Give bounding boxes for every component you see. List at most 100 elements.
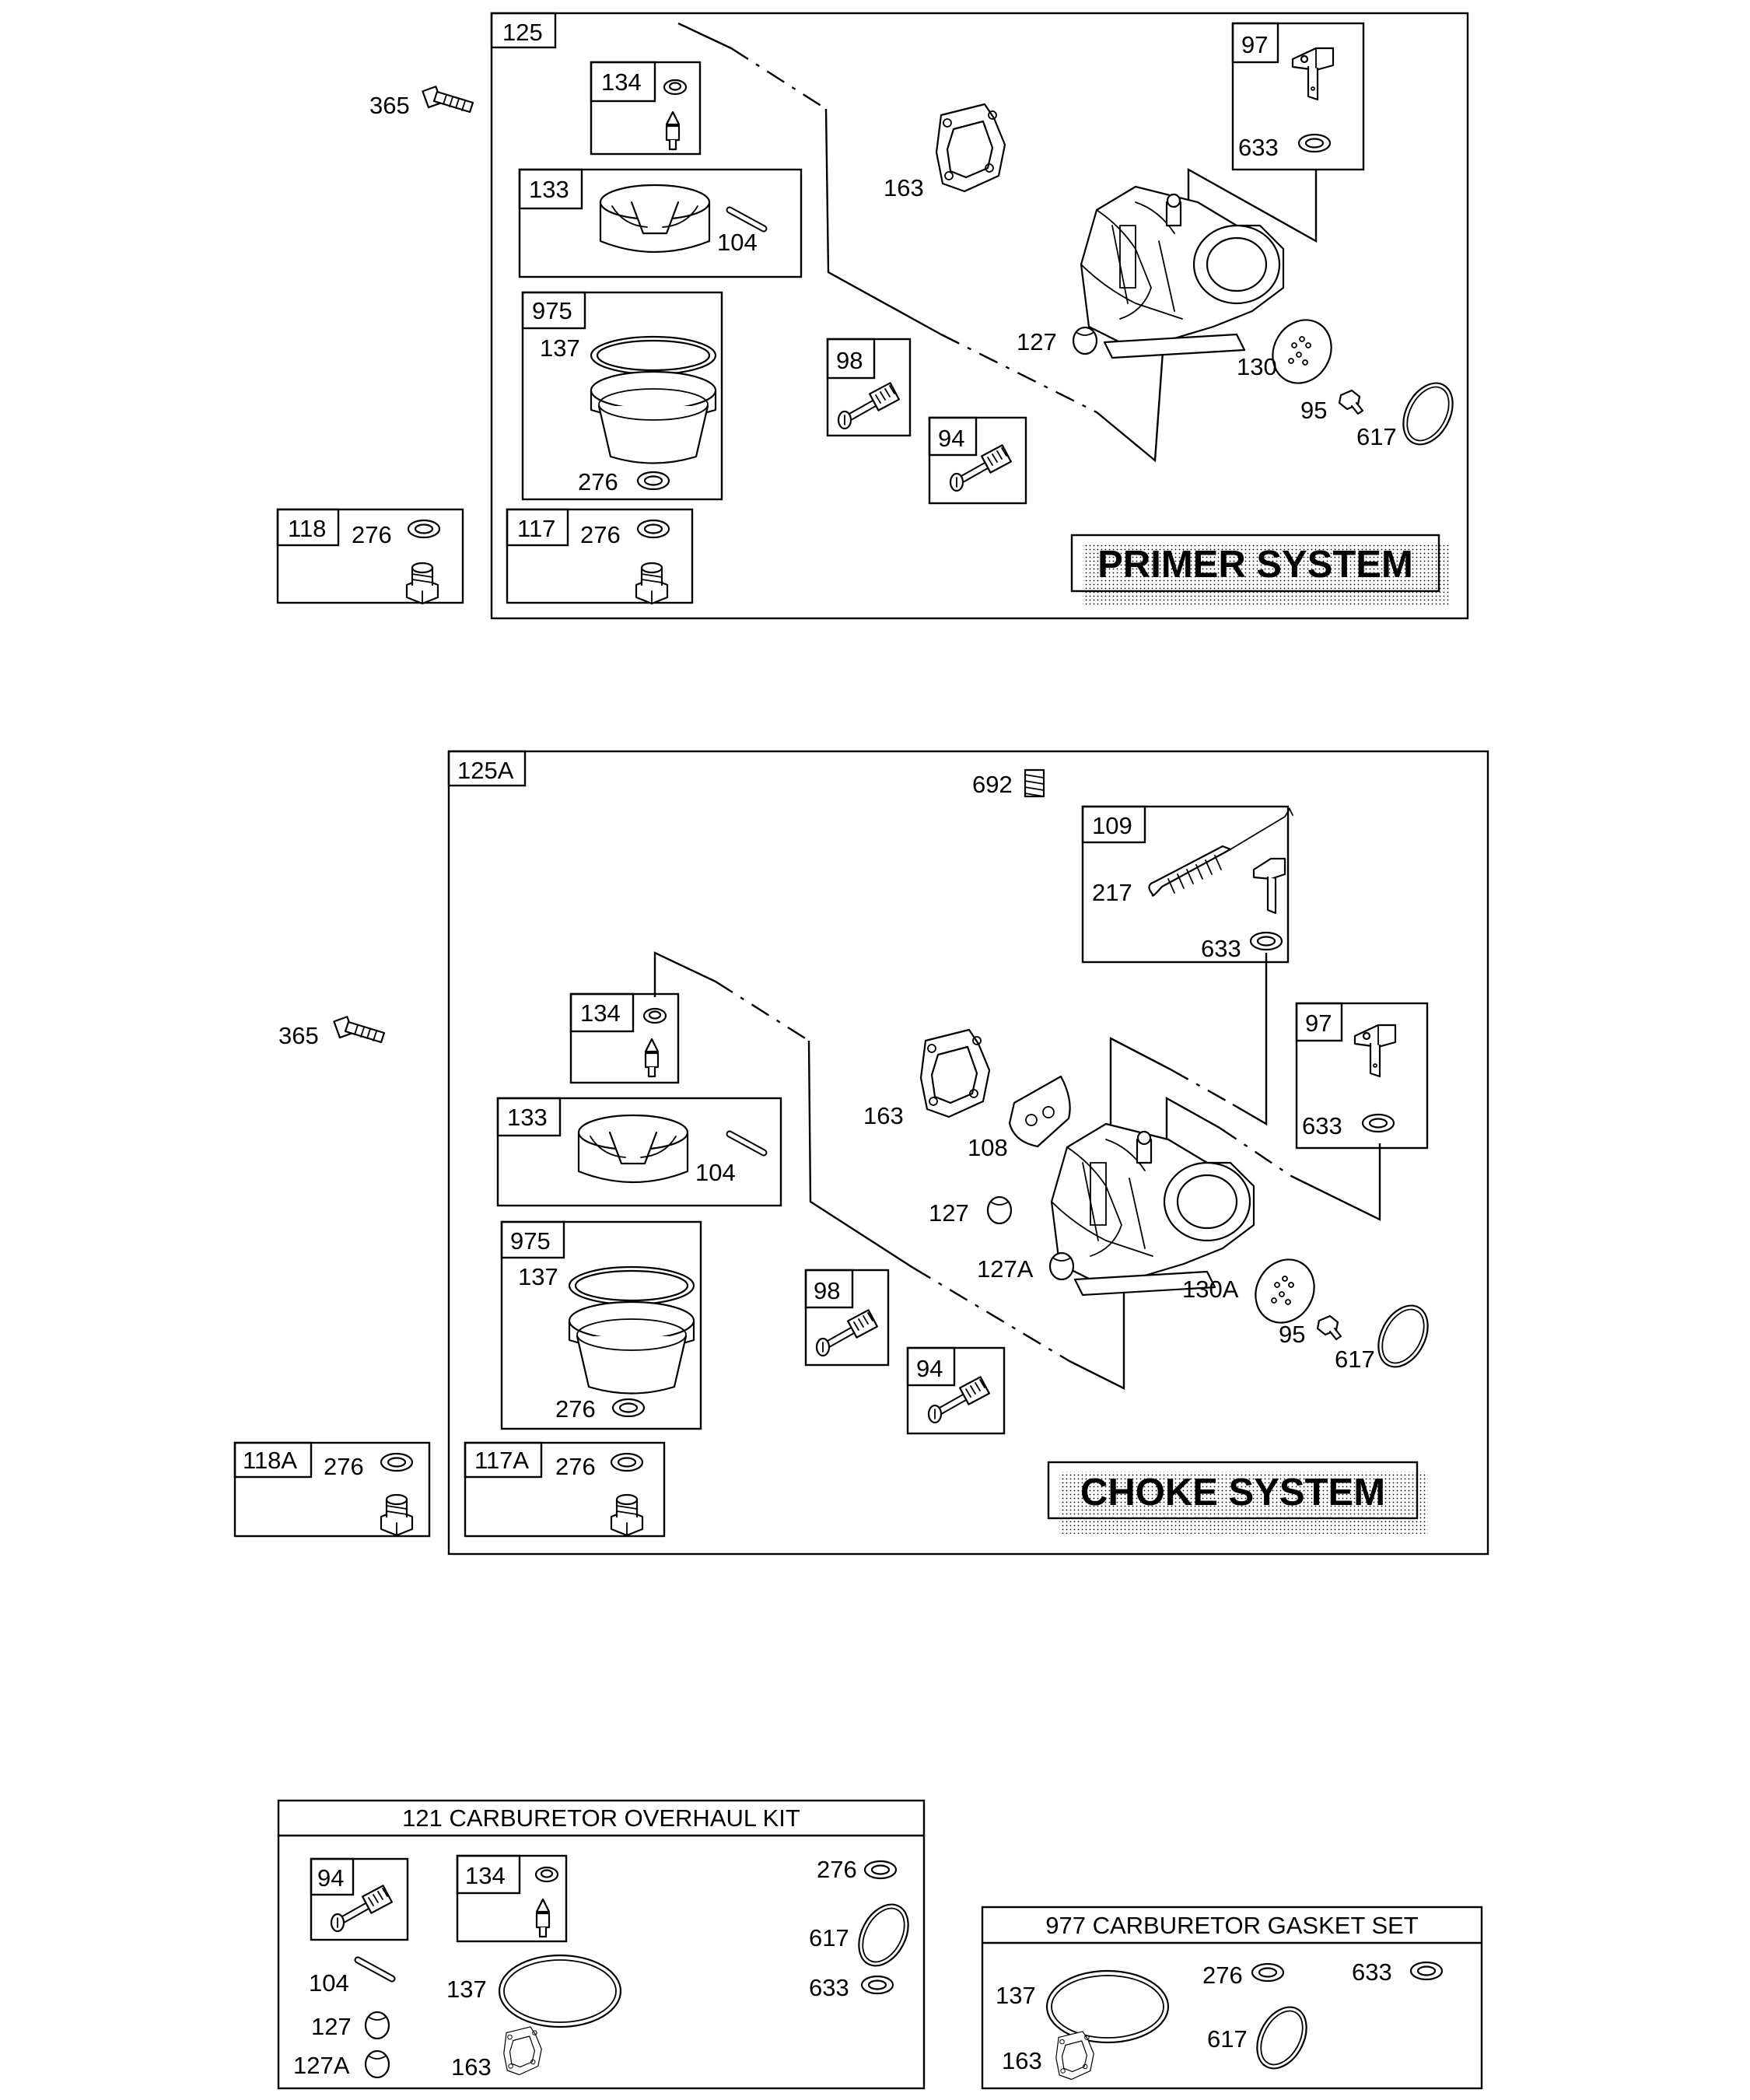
primer-title-box: [1070, 534, 1440, 593]
ref-97: 97: [1241, 31, 1268, 58]
o-ring-icon: [848, 1895, 919, 1976]
o-ring-icon: [498, 1954, 622, 2028]
choke-lever-icon: [1148, 807, 1294, 915]
choke-system-section: 125A 692 109 217 633 365 134: [233, 750, 1489, 1556]
idle-screw-icon: [817, 1310, 877, 1356]
ref-276: 276: [1202, 1962, 1243, 1989]
ref-127: 127: [929, 1199, 969, 1227]
float-bowl-icon: [590, 335, 717, 464]
idle-screw-icon: [838, 383, 899, 429]
leader-line: [824, 108, 942, 336]
ref-box-97: [1231, 22, 1365, 171]
welch-plug-icon: [1072, 326, 1098, 355]
leader-line: [1219, 1127, 1292, 1177]
ref-box-97: [1295, 1002, 1429, 1150]
float-bowl-icon: [568, 1265, 695, 1395]
ref-163: 163: [863, 1102, 904, 1129]
ref-98: 98: [814, 1277, 840, 1304]
ref-633: 633: [1201, 935, 1241, 962]
ref-109: 109: [1092, 812, 1132, 839]
o-ring-icon: [1367, 1296, 1439, 1377]
washer-icon: [1297, 133, 1332, 153]
ref-163: 163: [1002, 2047, 1042, 2074]
leader-line: [677, 22, 732, 50]
leader-line: [940, 333, 1097, 414]
carburetor-body-icon: [1050, 1122, 1255, 1297]
bowl-nut-icon: [610, 1493, 644, 1537]
primer-system-section: 125 365 134 133 104 975 137 276: [276, 12, 1469, 620]
choke-frame: [447, 750, 1489, 1556]
ref-95: 95: [1279, 1321, 1305, 1348]
ref-633: 633: [1352, 1958, 1392, 1986]
ref-137: 137: [446, 1976, 487, 2003]
leader-line: [1096, 351, 1164, 463]
screw-icon: [1316, 1314, 1342, 1341]
leader-line: [1170, 1068, 1234, 1106]
ref-617: 617: [809, 1924, 849, 1951]
ref-365: 365: [278, 1022, 319, 1049]
leader-line: [1232, 953, 1268, 1126]
o-ring-icon: [1045, 1969, 1170, 2044]
adjust-screw-icon: [950, 445, 1011, 491]
ref-94: 94: [317, 1864, 344, 1892]
washer-icon: [1361, 1113, 1395, 1133]
ref-276: 276: [580, 521, 621, 548]
ref-box-117A: [464, 1441, 666, 1538]
inlet-needle-icon: [665, 110, 681, 151]
ref-133: 133: [529, 176, 569, 203]
ref-box-975: [500, 1220, 702, 1430]
ref-163: 163: [884, 174, 924, 201]
ref-box-975: [521, 291, 723, 501]
ref-125A: 125A: [457, 757, 514, 784]
ref-276: 276: [555, 1453, 596, 1480]
ref-95: 95: [1300, 397, 1327, 424]
ref-127A: 127A: [293, 2052, 350, 2079]
ref-125: 125: [502, 19, 543, 46]
gasket-icon: [503, 2026, 542, 2076]
ref-134: 134: [601, 68, 642, 96]
washer-icon: [860, 1975, 894, 1995]
title-shadow: [1083, 544, 1450, 607]
ref-box-94: [928, 416, 1027, 505]
ref-276: 276: [352, 521, 392, 548]
washer-icon: [863, 1860, 898, 1880]
leader-line: [1069, 1266, 1125, 1390]
ref-box-133: [518, 168, 803, 278]
ref-276: 276: [324, 1453, 364, 1480]
ref-163: 163: [451, 2053, 492, 2081]
ref-box-109: [1081, 805, 1290, 964]
primer-frame: [490, 12, 1469, 620]
ref-975: 975: [510, 1227, 551, 1255]
ref-633: 633: [1238, 134, 1279, 161]
ref-276: 276: [817, 1856, 857, 1883]
gasket-icon: [919, 1028, 991, 1118]
o-ring-icon: [1246, 1997, 1318, 2078]
gasket-set-title: 977 CARBURETOR GASKET SET: [1045, 1912, 1419, 1939]
washer-icon: [636, 519, 670, 539]
ref-127: 127: [1017, 328, 1057, 355]
overhaul-kit-section: 121 CARBURETOR OVERHAUL KIT 94 134 276 6…: [277, 1799, 926, 2090]
ref-108: 108: [968, 1134, 1008, 1161]
ref-633: 633: [1302, 1112, 1342, 1139]
bowl-nut-icon: [635, 562, 669, 605]
needle-seat-icon: [642, 1007, 667, 1024]
ref-box-125: [490, 12, 557, 49]
title-shadow: [1059, 1472, 1428, 1534]
ref-617: 617: [1356, 423, 1397, 450]
ref-118: 118: [288, 515, 326, 542]
washer-icon: [407, 519, 441, 539]
washer-icon: [1409, 1961, 1444, 1981]
float-pin-icon: [730, 210, 764, 229]
ref-137: 137: [540, 334, 580, 362]
ref-692: 692: [972, 771, 1013, 798]
leader-line: [1187, 167, 1318, 243]
primer-bulb-icon: [1291, 47, 1335, 101]
washer-icon: [1249, 931, 1283, 951]
ref-276: 276: [555, 1395, 596, 1423]
leader-line: [807, 1040, 914, 1269]
bowl-plug-icon: [405, 562, 439, 605]
spring-icon: [1024, 768, 1045, 798]
ref-134: 134: [580, 999, 621, 1027]
overhaul-kit-title: 121 CARBURETOR OVERHAUL KIT: [402, 1804, 800, 1832]
